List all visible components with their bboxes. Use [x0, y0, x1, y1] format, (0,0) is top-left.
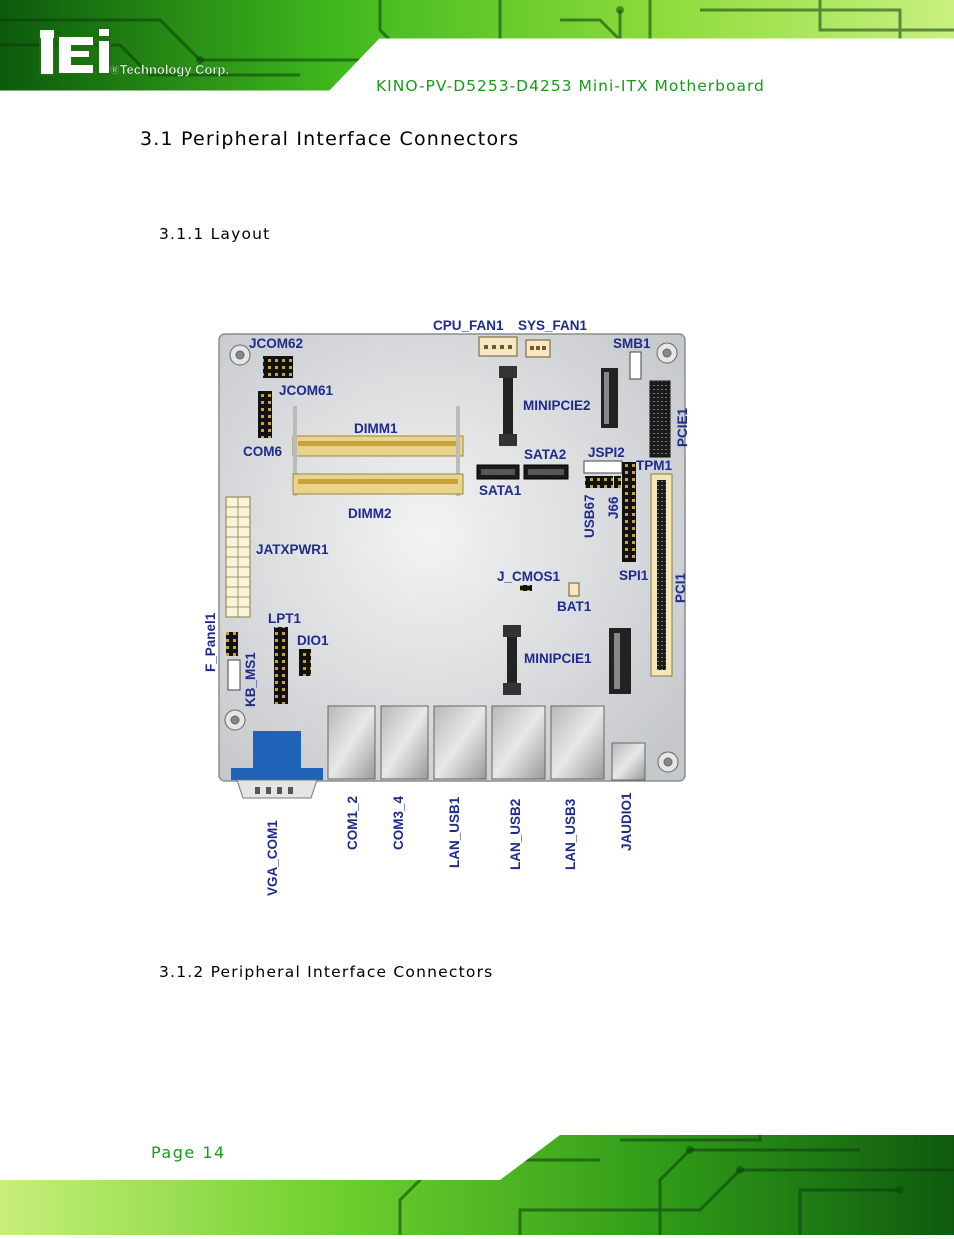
label-lan-usb1: LAN_USB1	[447, 796, 462, 868]
jspi2-connector	[583, 460, 623, 474]
label-pcie1: PCIE1	[675, 407, 690, 447]
label-sata1: SATA1	[479, 483, 522, 498]
dio1-header	[299, 649, 311, 676]
label-minipcie1: MINIPCIE1	[524, 651, 592, 666]
jatxpwr1-connector	[225, 496, 251, 618]
label-dimm1: DIMM1	[354, 421, 398, 436]
mounting-hole-icon	[224, 342, 679, 773]
subsection-heading-layout: 3.1.1 Layout	[159, 225, 271, 243]
lpt1-header	[274, 627, 288, 704]
label-kb-ms1: KB_MS1	[243, 652, 258, 707]
pcie1-slot	[649, 380, 671, 458]
label-dio1: DIO1	[297, 633, 329, 648]
pci1-slot	[650, 473, 673, 677]
page-number: Page 14	[151, 1143, 226, 1162]
dimm2-slot	[292, 473, 464, 495]
label-lan-usb2: LAN_USB2	[508, 799, 523, 870]
com3-4-port	[380, 705, 429, 780]
sata1-connector	[476, 464, 520, 480]
board-outline	[218, 333, 686, 782]
label-lpt1: LPT1	[268, 611, 301, 626]
logo-tagline: ®Technology Corp.	[110, 62, 229, 77]
usb67-header	[585, 476, 613, 488]
label-vga-com1: VGA_COM1	[265, 820, 280, 896]
label-tpm1: TPM1	[636, 458, 672, 473]
lan-usb1-port	[433, 705, 487, 780]
label-sys-fan1: SYS_FAN1	[518, 318, 588, 333]
label-usb67: USB67	[582, 494, 597, 538]
com6-header	[258, 391, 272, 438]
label-jspi2: JSPI2	[588, 445, 625, 460]
dimm1-slot	[292, 406, 464, 496]
iei-logo: ®Technology Corp.	[39, 27, 229, 77]
kb-ms1-connector	[227, 659, 241, 691]
page-header: ®Technology Corp. KINO-PV-D5253-D4253 Mi…	[0, 0, 954, 112]
label-jcom61: JCOM61	[279, 383, 334, 398]
label-pci1: PCI1	[673, 572, 688, 603]
label-j-cmos1: J_CMOS1	[497, 569, 561, 584]
cpu-fan-header	[478, 336, 518, 357]
label-jcom62: JCOM62	[249, 336, 303, 351]
smb1-connector	[629, 351, 642, 380]
j66-jumper	[614, 476, 621, 488]
label-smb1: SMB1	[613, 336, 651, 351]
com1-2-port	[327, 705, 376, 780]
label-cpu-fan1: CPU_FAN1	[433, 318, 504, 333]
footer-circuit-banner	[0, 1120, 954, 1235]
bat1-connector	[568, 582, 580, 597]
label-spi1: SPI1	[619, 568, 649, 583]
page-footer	[0, 1120, 954, 1235]
jcmos1-jumper	[520, 585, 532, 591]
label-minipcie2: MINIPCIE2	[523, 398, 591, 413]
label-jaudio1: JAUDIO1	[619, 792, 634, 851]
jaudio1-port	[611, 742, 646, 781]
vga-com1-port	[231, 731, 323, 799]
minipcie2-socket	[601, 368, 618, 428]
tpm1-spi1-header	[622, 462, 636, 562]
minipcie1-socket	[609, 628, 631, 694]
f-panel1-header	[226, 632, 238, 656]
document-title: KINO-PV-D5253-D4253 Mini-ITX Motherboard	[376, 77, 765, 95]
minipcie1-slot	[503, 625, 521, 695]
lan-usb3-port	[550, 705, 605, 780]
label-com6: COM6	[243, 444, 282, 459]
lan-usb2-port	[491, 705, 546, 780]
label-dimm2: DIMM2	[348, 506, 392, 521]
subsection-heading-connectors: 3.1.2 Peripheral Interface Connectors	[159, 963, 494, 981]
header-circuit-banner: ®Technology Corp.	[0, 0, 954, 112]
jcom62-header	[263, 356, 293, 378]
sata2-connector	[523, 464, 569, 480]
minipcie2-slot	[499, 366, 517, 446]
label-f-panel1: F_Panel1	[203, 612, 218, 672]
label-bat1: BAT1	[557, 599, 592, 614]
sys-fan-header	[525, 339, 551, 358]
label-sata2: SATA2	[524, 447, 566, 462]
label-j66: J66	[606, 496, 621, 519]
label-jatxpwr1: JATXPWR1	[256, 542, 329, 557]
label-com3-4: COM3_4	[391, 795, 406, 850]
label-lan-usb3: LAN_USB3	[563, 798, 578, 870]
section-heading: 3.1 Peripheral Interface Connectors	[140, 128, 520, 150]
label-com1-2: COM1_2	[345, 796, 360, 850]
